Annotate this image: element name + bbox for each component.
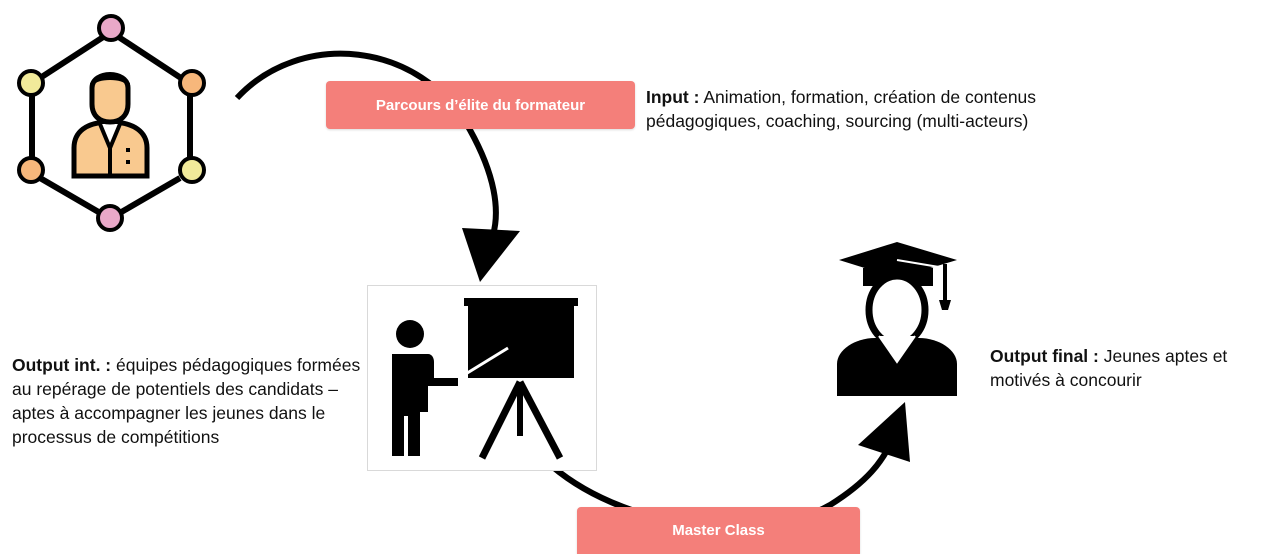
output-int-key: Output int. : xyxy=(12,355,112,375)
arrow-head-2 xyxy=(858,402,910,462)
output-final-text: Output final : Jeunes aptes et motivés à… xyxy=(990,344,1262,392)
output-final-value: Jeunes aptes et motivés à concourir xyxy=(990,346,1228,390)
arrow-head-1 xyxy=(462,228,520,282)
output-final-key: Output final : xyxy=(990,346,1099,366)
network-person-icon xyxy=(17,14,206,232)
teacher-board-icon xyxy=(392,298,578,460)
graduate-icon xyxy=(837,242,957,396)
output-int-value: équipes pédagogiques formées au repérage… xyxy=(12,355,361,447)
parcours-label: Parcours d’élite du formateur xyxy=(326,81,635,129)
teacher-board-panel xyxy=(367,285,597,471)
input-value: Animation, formation, création de conten… xyxy=(646,87,1037,131)
output-int-text: Output int. : équipes pédagogiques formé… xyxy=(12,353,372,449)
input-text: Input : Animation, formation, création d… xyxy=(646,85,1046,133)
input-key: Input : xyxy=(646,87,700,107)
master-class-label: Master Class xyxy=(577,507,860,554)
